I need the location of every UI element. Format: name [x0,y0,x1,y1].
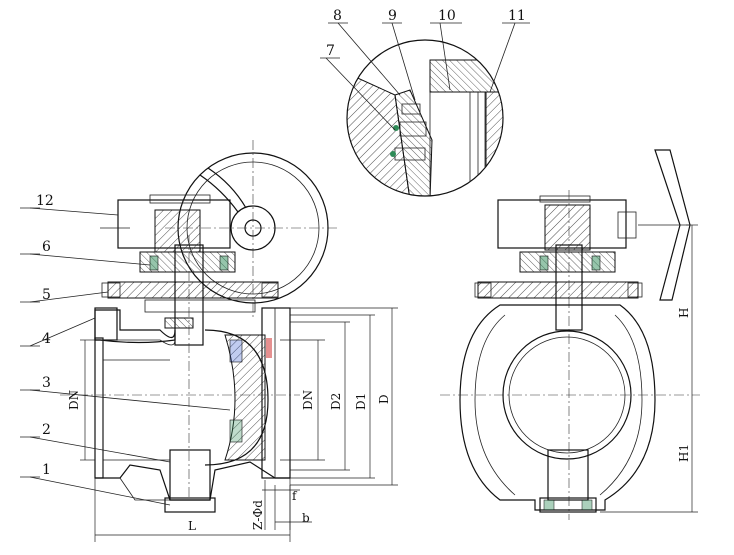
part-label-4: 4 [42,331,51,347]
dim-label-b: b [302,511,310,525]
sectional-view [60,140,340,513]
dim-label-h1: H1 [677,444,691,462]
part-label-10: 10 [438,8,456,24]
dimension-labels: DN DN D2 D1 D L f b Z-Φd H H1 [67,308,691,533]
part-label-11: 11 [508,8,526,24]
gearbox-left [100,194,231,253]
leader-lines [20,22,530,506]
part-label-7: 7 [326,43,335,59]
dim-label-h: H [677,308,691,318]
detail-view [346,39,504,197]
dim-label-dn-right: DN [301,390,315,410]
valve-body-left [60,307,300,513]
dimension-lines [80,224,698,542]
dim-label-f: f [292,489,298,503]
part-label-6: 6 [42,239,51,255]
part-label-5: 5 [42,287,51,303]
dim-label-dn-left: DN [67,390,81,410]
part-label-3: 3 [42,375,51,391]
part-labels: 12 6 5 4 3 2 1 7 8 9 10 11 [36,8,526,478]
part-label-1: 1 [42,462,51,478]
part-label-9: 9 [388,8,397,24]
part-label-8: 8 [333,8,342,24]
end-view [440,149,700,520]
part-label-2: 2 [42,422,51,438]
part-label-12: 12 [36,193,54,209]
dim-label-l: L [188,519,196,533]
dim-label-d1: D1 [354,393,368,410]
dim-label-d: D [377,394,391,404]
bonnet-left [101,235,279,500]
dim-label-d2: D2 [329,393,343,410]
dim-label-z-phi-d: Z-Φd [251,500,265,530]
